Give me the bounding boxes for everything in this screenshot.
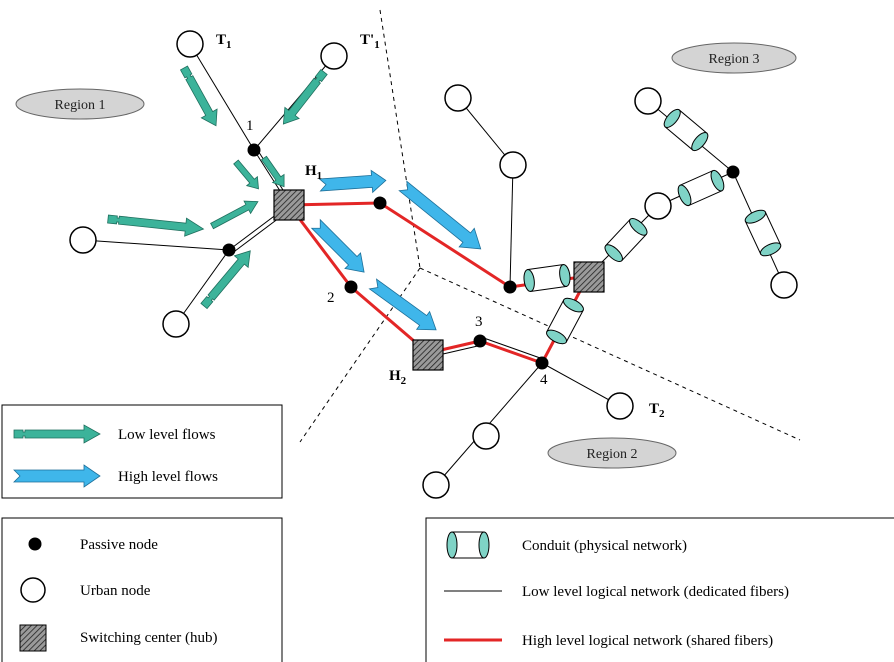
urban-nodes <box>69 30 798 499</box>
hub <box>573 261 605 293</box>
low-level-flows <box>107 65 328 310</box>
label-node-3: 3 <box>475 314 483 330</box>
border-2-3 <box>419 267 801 441</box>
region-1-label: Region 1 <box>55 98 106 113</box>
urban-node <box>499 151 527 179</box>
low-flow-legend-icon <box>13 424 101 444</box>
low-flow-arrow <box>233 159 259 190</box>
hub-h1 <box>273 189 305 221</box>
urban-node <box>770 271 798 299</box>
label-node-4: 4 <box>540 372 548 388</box>
legend-high-flows-label: High level flows <box>118 469 218 485</box>
high-flow-arrow <box>310 218 365 273</box>
conduit-icon <box>523 264 571 292</box>
passive-node-legend-icon <box>28 537 42 551</box>
region-2-tag: Region 2 <box>547 437 677 469</box>
label-node-1: 1 <box>246 118 254 134</box>
passive-node <box>726 165 740 179</box>
hub-legend-icon <box>19 624 47 652</box>
urban-node <box>422 471 450 499</box>
urban-node <box>69 226 97 254</box>
passive-node-4 <box>535 356 549 370</box>
border-1-3 <box>379 9 421 269</box>
low-flow-arrow <box>179 65 218 127</box>
conduits <box>523 108 782 345</box>
urban-node-legend-icon <box>20 577 46 603</box>
urban-node <box>634 87 662 115</box>
label-t1-prime: T'1 <box>360 32 380 51</box>
label-t2: T2 <box>649 401 665 420</box>
label-h2: H2 <box>389 368 407 387</box>
legend-flows-box <box>1 404 283 499</box>
legend-nodes-box <box>1 517 283 662</box>
region-3-label: Region 3 <box>709 52 760 67</box>
low-flow-arrow <box>107 214 205 237</box>
legend-high-network-label: High level logical network (shared fiber… <box>522 633 773 649</box>
legend-low-network-label: Low level logical network (dedicated fib… <box>522 584 789 600</box>
urban-node <box>644 192 672 220</box>
legend-low-flows-label: Low level flows <box>118 427 216 443</box>
passive-node <box>373 196 387 210</box>
legend-nodes: Passive node Urban node Switching center… <box>1 517 283 662</box>
legend-networks-box <box>425 517 894 662</box>
high-flow-arrow <box>368 278 437 331</box>
conduit-icon <box>663 108 709 152</box>
label-t1: T1 <box>216 32 232 51</box>
urban-node <box>162 310 190 338</box>
high-flow-legend-icon <box>13 464 101 488</box>
passive-node-2 <box>344 280 358 294</box>
urban-node <box>472 422 500 450</box>
conduit-icon <box>744 209 782 257</box>
legend-networks: Conduit (physical network) Low level log… <box>425 517 894 662</box>
passive-node <box>503 280 517 294</box>
legend-passive-node-label: Passive node <box>80 537 158 553</box>
low-flow-arrow <box>210 200 259 230</box>
passive-node <box>222 243 236 257</box>
high-level-flows <box>310 169 482 331</box>
conduit-icon <box>677 169 725 207</box>
high-flow-arrow <box>398 180 482 250</box>
passive-nodes <box>222 143 740 370</box>
legend-conduit-label: Conduit (physical network) <box>522 538 687 554</box>
passive-node-1 <box>247 143 261 157</box>
urban-node-t1-prime <box>320 42 348 70</box>
passive-node-3 <box>473 334 487 348</box>
low-flow-arrow <box>200 250 251 310</box>
conduit-legend-icon <box>446 531 490 559</box>
legend-hub-label: Switching center (hub) <box>80 630 217 646</box>
label-node-2: 2 <box>327 290 335 306</box>
region-1-tag: Region 1 <box>15 88 145 120</box>
region-3-tag: Region 3 <box>671 42 797 74</box>
urban-node-t1 <box>176 30 204 58</box>
high-flow-arrow <box>318 169 387 194</box>
conduit-icon <box>546 297 584 345</box>
legend-urban-node-label: Urban node <box>80 583 151 599</box>
conduit-icon <box>604 217 648 263</box>
low-flow-arrow <box>282 68 328 125</box>
low-flow-arrow <box>260 155 285 188</box>
hubs <box>273 189 605 371</box>
urban-node <box>444 84 472 112</box>
label-h1: H1 <box>305 163 322 182</box>
region-borders <box>299 9 801 443</box>
region-2-label: Region 2 <box>587 447 638 462</box>
hub-h2 <box>412 339 444 371</box>
urban-node-t2 <box>606 392 634 420</box>
legend-flows: Low level flows High level flows <box>1 404 283 499</box>
node-labels: T1 T'1 T2 H1 H2 1 2 3 4 <box>216 32 665 420</box>
